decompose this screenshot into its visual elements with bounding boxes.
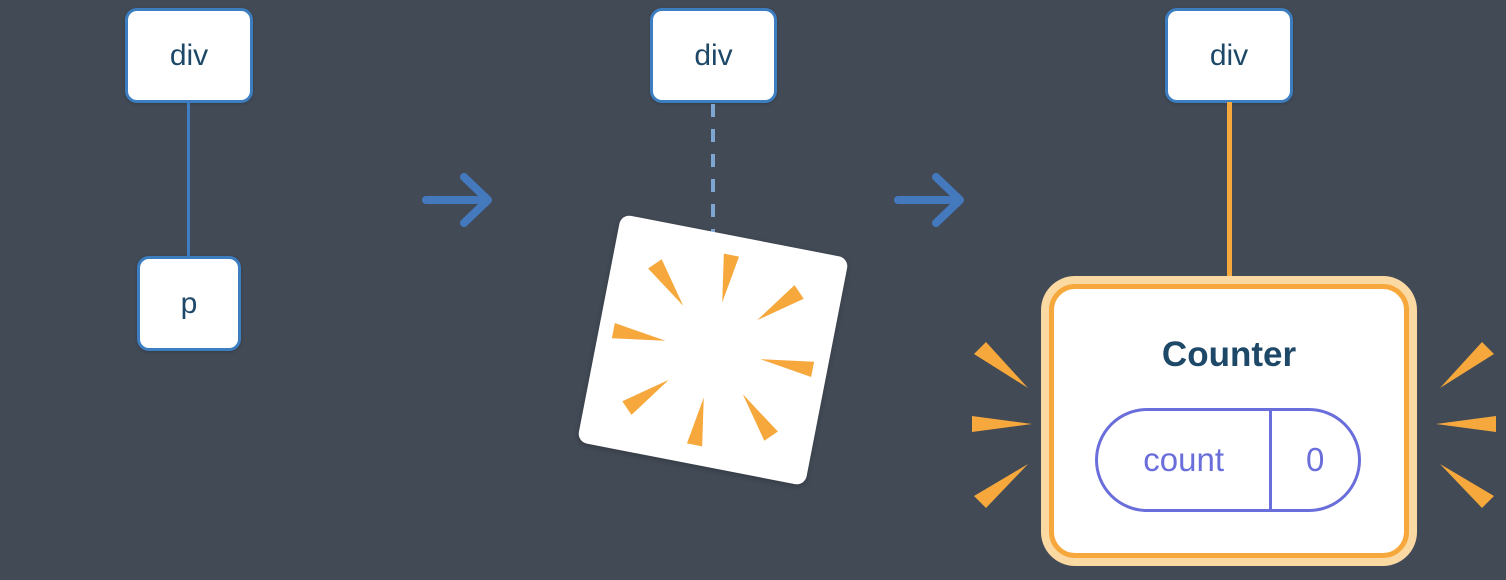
right-arrow-icon bbox=[892, 168, 970, 232]
tree-node-div-after: div bbox=[1165, 8, 1293, 103]
sparkle-burst-icon bbox=[1428, 326, 1506, 516]
state-pill: count 0 bbox=[1095, 408, 1361, 512]
edge-dashed-detached bbox=[711, 104, 715, 232]
right-arrow-icon bbox=[420, 168, 498, 232]
sparkle-burst-icon bbox=[950, 326, 1040, 516]
edge-div-to-counter bbox=[1227, 102, 1232, 288]
component-title: Counter bbox=[1161, 335, 1297, 374]
tree-node-p: p bbox=[137, 256, 241, 351]
state-value: 0 bbox=[1305, 441, 1325, 478]
counter-component-box: Counter count 0 bbox=[1049, 284, 1409, 558]
tree-node-div-unmount: div bbox=[650, 8, 777, 103]
state-key-label: count bbox=[1098, 411, 1273, 509]
edge-div-to-p bbox=[187, 102, 190, 257]
poof-burst-icon bbox=[576, 213, 850, 487]
tree-node-div-before: div bbox=[125, 8, 253, 103]
